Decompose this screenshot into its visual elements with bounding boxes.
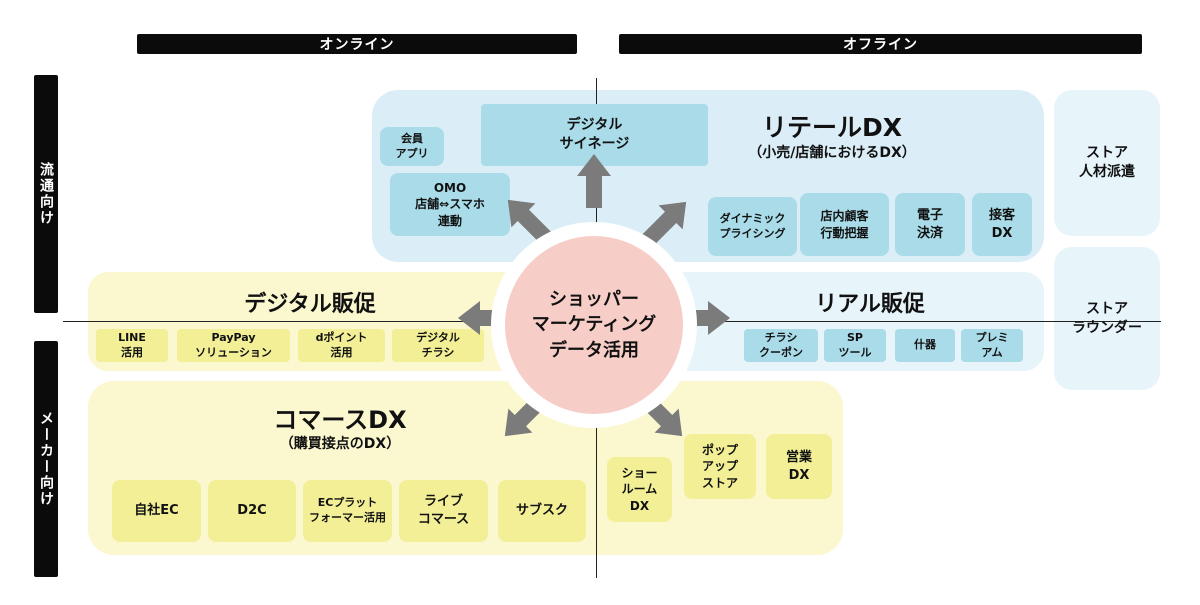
dynamic-pricing-box: ダイナミック プライシング [708,197,797,256]
popup-store-box: ポップ アップ ストア [684,434,756,499]
commerce-dx-subtitle: （購買接点のDX） [279,436,401,452]
arrow-up [577,154,611,208]
own-ec-box: 自社EC [112,480,201,542]
real-promo-title: リアル販促 [815,292,925,317]
maker-label: メーカー向け [34,341,58,577]
sales-dx-box: 営業 DX [766,434,832,499]
customer-behavior-box: 店内顧客 行動把握 [800,193,889,256]
retail-dx-title: リテールDX [761,113,903,142]
d2c-box: D2C [208,480,296,542]
coupon-box: チラシ クーポン [744,329,818,362]
subscription-box: サブスク [498,480,586,542]
retail-dx-subtitle: （小売/店舗におけるDX） [748,145,916,161]
line-box: LINE 活用 [96,329,168,362]
store-staffing-label: ストア 人材派遣 [1079,145,1135,180]
store-staffing-zone [1054,90,1160,236]
sp-tool-box: SP ツール [824,329,886,362]
omo-box: OMO 店舗⇔スマホ 連動 [390,173,510,236]
premium-box: プレミ アム [961,329,1023,362]
paypay-box: PayPay ソリューション [177,329,290,362]
store-rounder-zone [1054,247,1160,390]
customer-service-dx-box: 接客 DX [972,193,1032,256]
digital-flyer-box: デジタル チラシ [392,329,484,362]
online-header: オンライン [137,34,577,54]
member-app-box: 会員 アプリ [380,127,444,166]
offline-header: オフライン [619,34,1142,54]
commerce-dx-title: コマースDX [273,406,407,434]
distribution-label: 流通向け [34,75,58,313]
ec-platform-box: ECプラット フォーマー活用 [303,480,392,542]
store-rounder-label: ストア ラウンダー [1072,300,1142,336]
digital-promo-title: デジタル販促 [244,292,376,317]
shopper-marketing-center: ショッパー マーケティング データ活用 [491,222,697,428]
live-commerce-box: ライブ コマース [399,480,488,542]
epayment-box: 電子 決済 [895,193,965,256]
showroom-dx-box: ショー ルーム DX [607,457,672,522]
dpoint-box: dポイント 活用 [298,329,385,362]
fixture-box: 什器 [895,329,955,362]
